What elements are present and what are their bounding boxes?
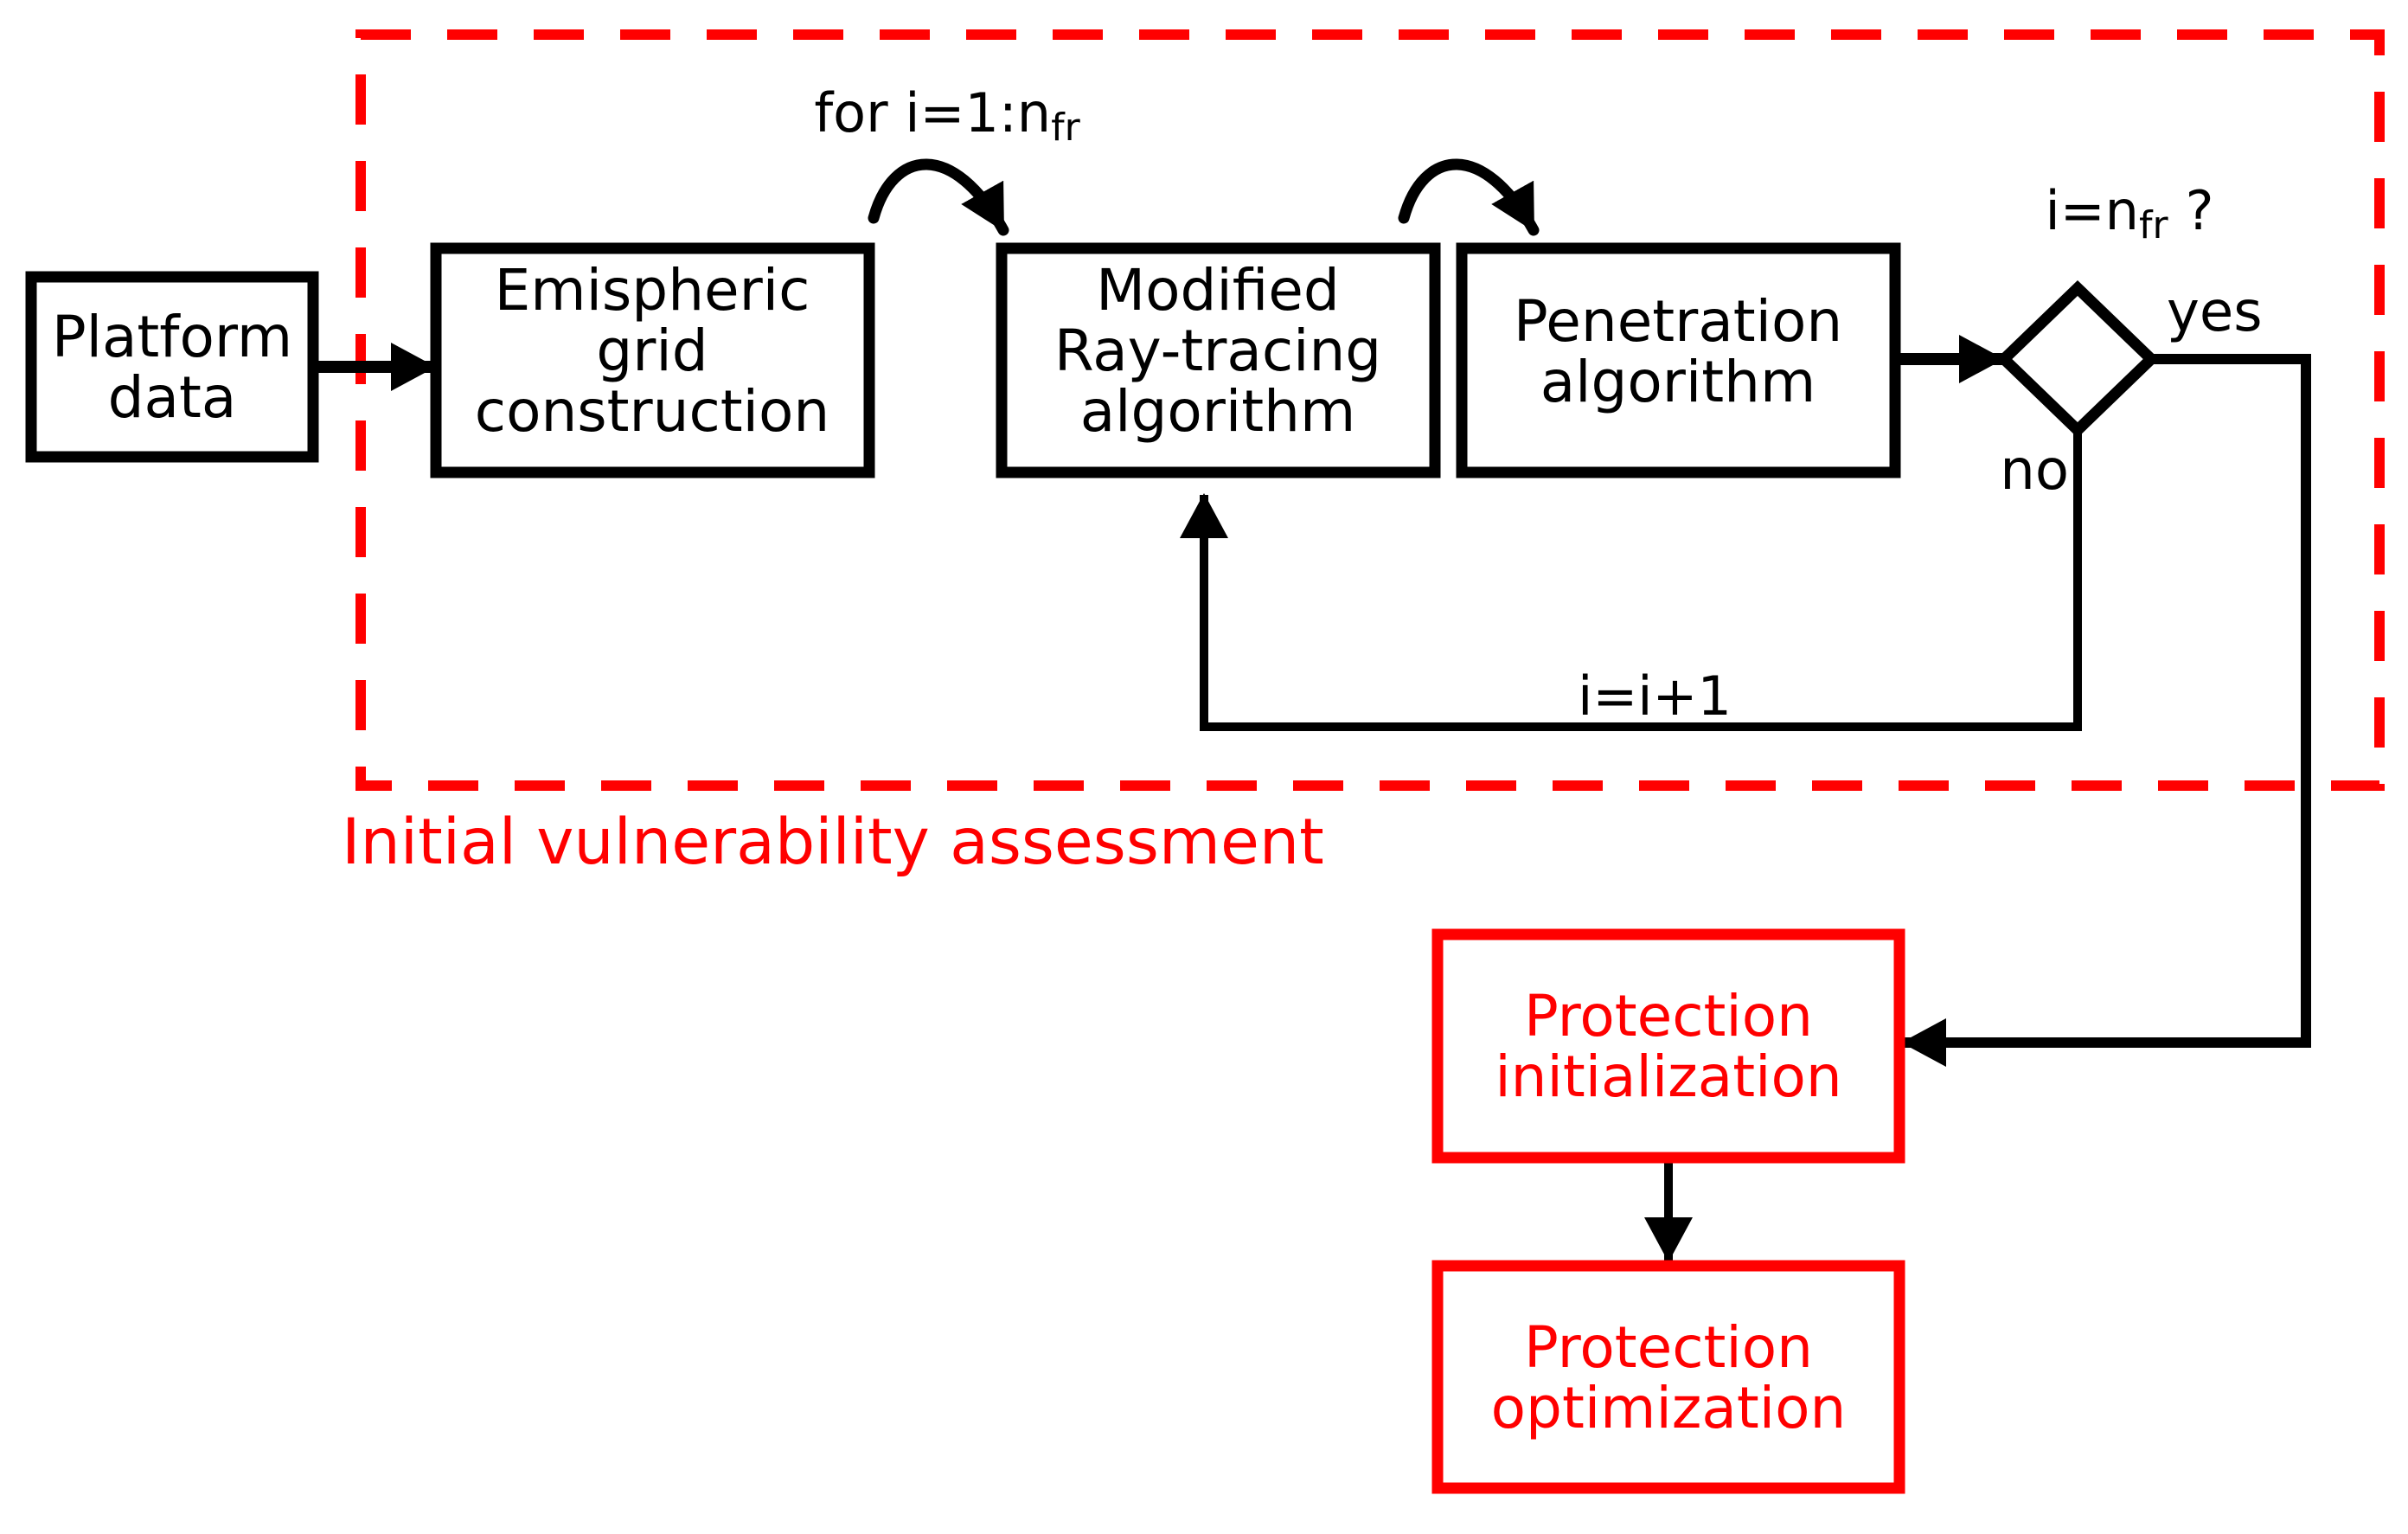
yes-branch-label: yes [2167,280,2263,344]
protection-optimization-label: Protection optimization [1491,1314,1847,1441]
emispheric-grid-line3: construction [475,378,829,445]
platform-data-line2: data [108,364,237,431]
ray-tracing-box [996,242,1441,478]
arrow-no-loop-back [1180,430,2082,731]
ray-tracing-label: Modified Ray-tracing algorithm [1054,257,1381,445]
protection-optimization-box [1431,1260,1905,1494]
emispheric-grid-box [430,242,875,478]
protection-initialization-label: Protection initialization [1495,983,1841,1110]
for-loop-label: for i=1:nfr [814,81,1080,150]
emispheric-grid-label: Emispheric grid construction [475,257,829,445]
protection-opt-line2: optimization [1491,1375,1847,1441]
increment-label: i=i+1 [1578,664,1732,728]
ray-tracing-line3: algorithm [1080,378,1356,445]
iteration-decision-diamond [1995,279,2160,439]
penetration-line1: Penetration [1514,288,1842,355]
ray-tracing-line2: Ray-tracing [1054,318,1381,384]
region-title: Initial vulnerability assessment [342,806,1324,879]
iteration-arc-raytracing-to-penetration [1398,158,1540,236]
penetration-label: Penetration algorithm [1514,288,1842,415]
iteration-check-text: i=n [2046,179,2139,242]
protection-opt-line1: Protection [1524,1314,1813,1381]
for-loop-subscript: fr [1051,106,1080,150]
arrow-yes-to-protection-init [1901,354,2311,1067]
protection-init-line2: initialization [1495,1043,1841,1110]
iteration-check-subscript: fr [2139,203,2168,247]
iteration-check-label: i=nfr? [2046,179,2214,247]
emispheric-grid-line1: Emispheric [495,257,810,324]
ray-tracing-line1: Modified [1096,257,1340,324]
iteration-arc-grid-to-raytracing [868,158,1009,236]
no-branch-label: no [2000,439,2069,503]
penetration-box [1456,242,1901,478]
protection-init-line1: Protection [1524,983,1813,1049]
platform-data-line1: Platform [52,304,292,370]
platform-data-label: Platform data [52,304,292,431]
platform-data-box [25,271,319,463]
emispheric-grid-line2: grid [596,318,708,384]
iteration-check-question-mark: ? [2186,179,2214,242]
for-loop-text: for i=1:n [814,81,1051,144]
protection-initialization-box [1431,928,1905,1164]
penetration-line2: algorithm [1540,349,1816,415]
